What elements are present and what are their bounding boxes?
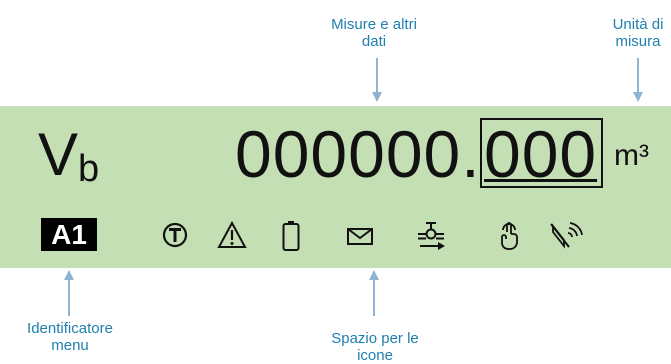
value-decimal-digits: 000: [484, 117, 598, 191]
callout-icons-arrow: [369, 270, 379, 316]
callout-icons-line2: icone: [357, 347, 393, 364]
callout-measures-line1: Misure e altri: [331, 16, 417, 33]
battery-icon: [281, 220, 301, 252]
value-integer-digits: 000000.: [235, 117, 481, 191]
callout-icons-line1: Spazio per le: [331, 330, 419, 347]
callout-measures-line2: dati: [361, 33, 387, 50]
callout-menu-id-arrow: [64, 270, 74, 316]
decimal-digits-frame: [480, 118, 603, 188]
unit-of-measure: m³: [614, 139, 649, 172]
callout-menu-id-line2: menu: [51, 337, 89, 354]
callout-unit-line2: misura: [615, 33, 661, 50]
lcd-display: V b 000000. 000 m³ A1: [0, 106, 671, 268]
touch-icon: [495, 220, 523, 252]
callout-unit-line1: Unità di: [612, 16, 664, 33]
callout-menu-id-line1: Identificatore: [27, 320, 113, 337]
warning-icon: [216, 220, 248, 250]
callout-icons: Spazio per le icone: [310, 330, 440, 364]
callout-unit-arrow: [633, 58, 643, 102]
callout-unit: Unità di misura: [598, 16, 671, 50]
quantity-subscript: b: [78, 148, 100, 190]
envelope-icon: [345, 220, 377, 250]
tamper-t-icon: [160, 220, 190, 250]
callout-measures-arrow: [372, 58, 382, 102]
callout-measures: Misure e altri dati: [312, 16, 436, 50]
valve-icon: [414, 220, 448, 254]
menu-identifier: A1: [41, 218, 97, 251]
radio-off-icon: [548, 220, 584, 250]
callout-menu-id: Identificatore menu: [4, 320, 136, 354]
quantity-symbol: V: [38, 121, 79, 188]
